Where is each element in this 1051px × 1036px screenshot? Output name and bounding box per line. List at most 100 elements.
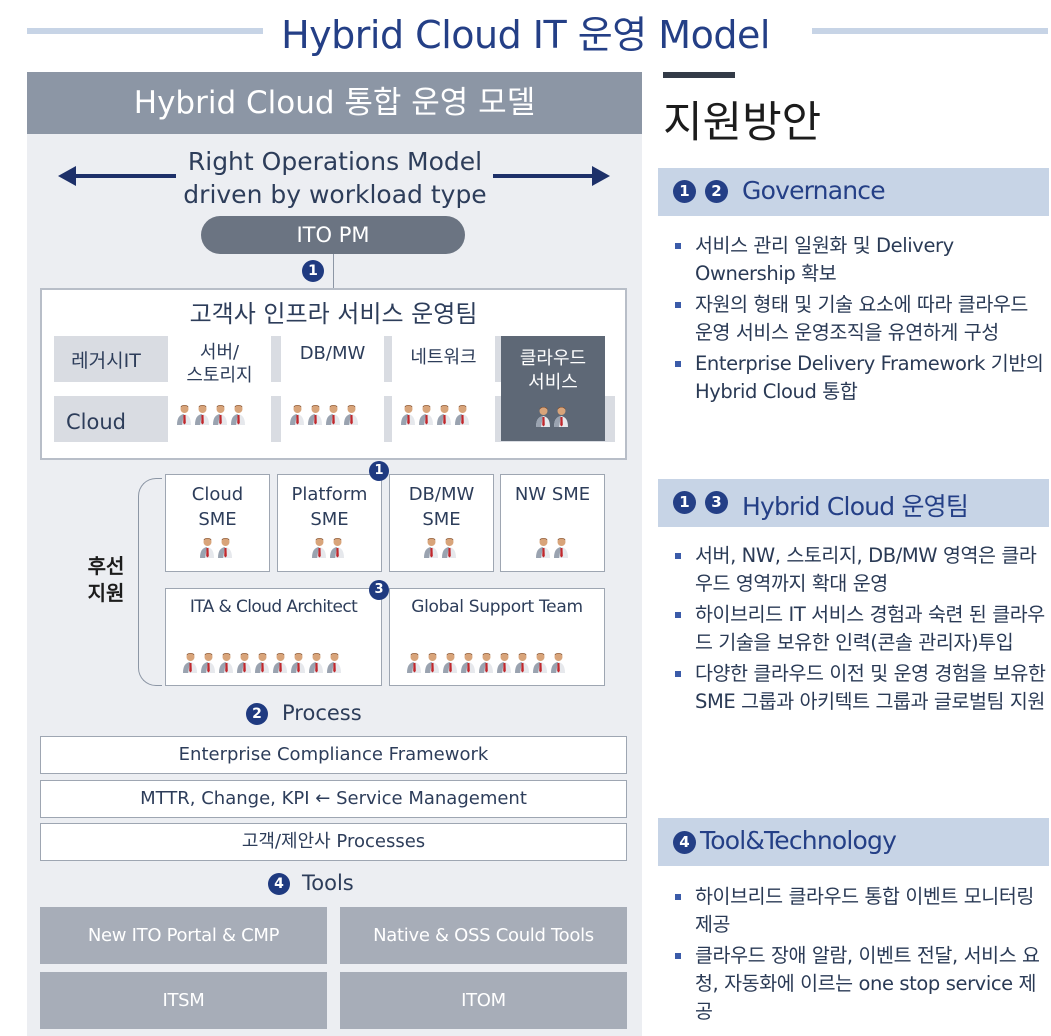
sme-nw-line-1: NW SME (514, 484, 591, 505)
sme-nw-staff (535, 537, 569, 559)
sme-cloud-line-2: SME (198, 509, 237, 530)
team-cloud-label: 클라우드 서비스 (501, 347, 605, 395)
sme-platform-staff (311, 537, 345, 559)
support-line-2: 지원 (87, 581, 125, 605)
tool-native-oss: Native & OSS Could Tools (340, 907, 627, 964)
support-line-1: 후선 (87, 554, 125, 578)
process-customer: 고객/제안사 Processes (40, 823, 627, 861)
panel-header: Hybrid Cloud 통합 운영 모델 (27, 72, 642, 134)
person-icon (218, 652, 234, 674)
ita-architect-staff (182, 652, 342, 674)
person-icon (329, 537, 345, 559)
tool-itsm: ITSM (40, 972, 327, 1029)
arrow-left-line (74, 174, 176, 178)
arrow-left-icon (58, 166, 76, 186)
person-icon (326, 652, 342, 674)
tool-tech-title: Tool&Technology (700, 826, 897, 855)
team-server-line-1: 서버/ (199, 342, 240, 363)
team-cloud-line-2: 서비스 (528, 372, 578, 393)
support-bracket (138, 478, 162, 686)
person-icon (406, 652, 422, 674)
badge-4-tools: 4 (268, 873, 290, 895)
person-icon (550, 652, 566, 674)
sme-dbmw-line-1: DB/MW (408, 484, 475, 505)
governance-badge-2: 2 (705, 180, 728, 203)
list-item: 클라우드 장애 알람, 이벤트 전달, 서비스 요청, 자동화에 이르는 one… (668, 942, 1048, 1026)
governance-title: Governance (742, 176, 886, 205)
person-icon (343, 404, 359, 426)
title-rule-left (27, 28, 263, 34)
title-rule-right (812, 28, 1048, 34)
sme-dbmw-line-2: SME (422, 509, 461, 530)
person-icon (478, 652, 494, 674)
rom-line-2: driven by workload type (183, 180, 487, 209)
process-label: Process (282, 701, 362, 725)
team-network-label: 네트워크 (410, 347, 477, 368)
person-icon (514, 652, 530, 674)
sme-cloud-box (165, 474, 270, 572)
legacy-label: 레거시IT (71, 350, 141, 372)
hybrid-team-badge-1: 1 (673, 491, 696, 514)
person-icon (230, 404, 246, 426)
team-cloud-service-cell (501, 336, 605, 441)
list-item: 다양한 클라우드 이전 및 운영 경험을 보유한 SME 그룹과 아키텍트 그룹… (668, 660, 1048, 716)
person-icon (217, 537, 233, 559)
hybrid-team-badge-3: 3 (705, 491, 728, 514)
cloud-label: Cloud (66, 410, 126, 434)
person-icon (311, 537, 327, 559)
person-icon (307, 404, 323, 426)
governance-badge-1: 1 (673, 180, 696, 203)
sme-cloud-label: Cloud SME (165, 482, 270, 532)
sme-nw-label: NW SME (500, 482, 605, 507)
team-cloud-line-1: 클라우드 (519, 348, 587, 369)
person-icon (254, 652, 270, 674)
list-item: 서비스 관리 일원화 및 Delivery Ownership 확보 (668, 232, 1048, 288)
right-title: 지원방안 (663, 98, 822, 148)
person-icon (423, 537, 439, 559)
sme-platform-label: Platform SME (277, 482, 382, 532)
person-icon (553, 406, 569, 428)
sme-cloud-staff (199, 537, 233, 559)
sme-nw-box (500, 474, 605, 572)
ita-architect-label: ITA & Cloud Architect (189, 597, 358, 617)
badge-1-itopm: 1 (302, 260, 324, 282)
global-support-label: Global Support Team (411, 597, 583, 617)
hybrid-team-list: 서버, NW, 스토리지, DB/MW 영역은 클라우드 영역까지 확대 운영 … (668, 542, 1048, 719)
list-item: 하이브리드 클라우드 통합 이벤트 모니터링 제공 (668, 883, 1048, 939)
arrow-right-line (493, 174, 593, 178)
rom-label: Right Operations Model driven by workloa… (150, 145, 520, 211)
badge-3-architect: 3 (369, 580, 389, 600)
server-staff (176, 404, 246, 426)
process-service-mgmt: MTTR, Change, KPI ← Service Management (40, 780, 627, 818)
team-dbmw-label: DB/MW (299, 343, 366, 364)
sme-dbmw-label: DB/MW SME (389, 482, 494, 532)
ops-team-title: 고객사 인프라 서비스 운영팀 (189, 300, 478, 328)
person-icon (418, 404, 434, 426)
sme-dbmw-box (389, 474, 494, 572)
person-icon (199, 537, 215, 559)
tool-tech-badge-4: 4 (673, 831, 696, 854)
team-server-label: 서버/ 스토리지 (168, 341, 271, 387)
person-icon (496, 652, 512, 674)
person-icon (400, 404, 416, 426)
page-title: Hybrid Cloud IT 운영 Model (281, 13, 770, 57)
list-item: Enterprise Delivery Framework 기반의 Hybrid… (668, 350, 1048, 406)
list-item: 하이브리드 IT 서비스 경험과 숙련 된 클라우드 기술을 보유한 인력(콘솔… (668, 601, 1048, 657)
tools-label: Tools (302, 871, 354, 895)
badge-2-process: 2 (246, 703, 268, 725)
person-icon (553, 537, 569, 559)
person-icon (289, 404, 305, 426)
person-icon (535, 406, 551, 428)
rom-line-1: Right Operations Model (187, 147, 483, 176)
person-icon (182, 652, 198, 674)
person-icon (290, 652, 306, 674)
person-icon (212, 404, 228, 426)
person-icon (325, 404, 341, 426)
dbmw-staff (289, 404, 359, 426)
tool-ito-portal: New ITO Portal & CMP (40, 907, 327, 964)
person-icon (194, 404, 210, 426)
person-icon (272, 652, 288, 674)
support-label: 후선 지원 (76, 553, 136, 607)
sme-platform-box (277, 474, 382, 572)
network-staff (400, 404, 470, 426)
